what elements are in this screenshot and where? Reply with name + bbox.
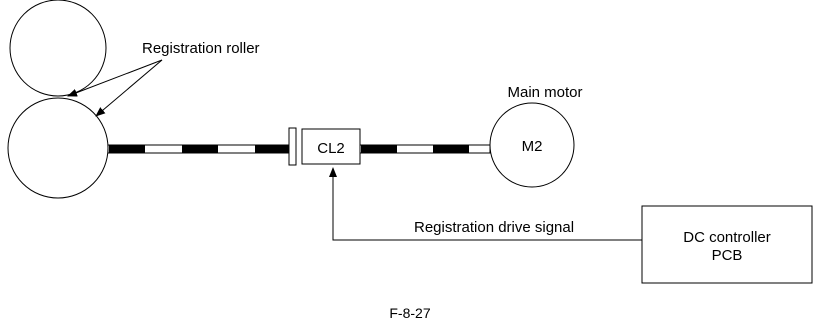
drive-signal-label: Registration drive signal	[414, 219, 574, 236]
motor-label: M2	[522, 138, 543, 155]
leader-arrow-lower-roller	[95, 59, 163, 117]
clutch-label: CL2	[317, 140, 345, 157]
drive-signal-line	[329, 167, 642, 241]
registration-roller-label: Registration roller	[142, 40, 260, 57]
main-motor-m2	[489, 102, 575, 188]
controller-label-line2: PCB	[712, 247, 743, 264]
lower-registration-roller	[7, 97, 109, 199]
upper-registration-roller	[9, 0, 107, 97]
clutch-flange	[288, 127, 297, 166]
leader-arrow-nip	[67, 59, 163, 97]
controller-label-line1: DC controller	[683, 229, 771, 246]
figure-caption: F-8-27	[389, 305, 430, 321]
dc-controller-pcb-box	[641, 205, 813, 284]
main-motor-label: Main motor	[507, 84, 582, 101]
motor-shaft	[359, 144, 491, 154]
roller-shaft	[107, 144, 289, 154]
